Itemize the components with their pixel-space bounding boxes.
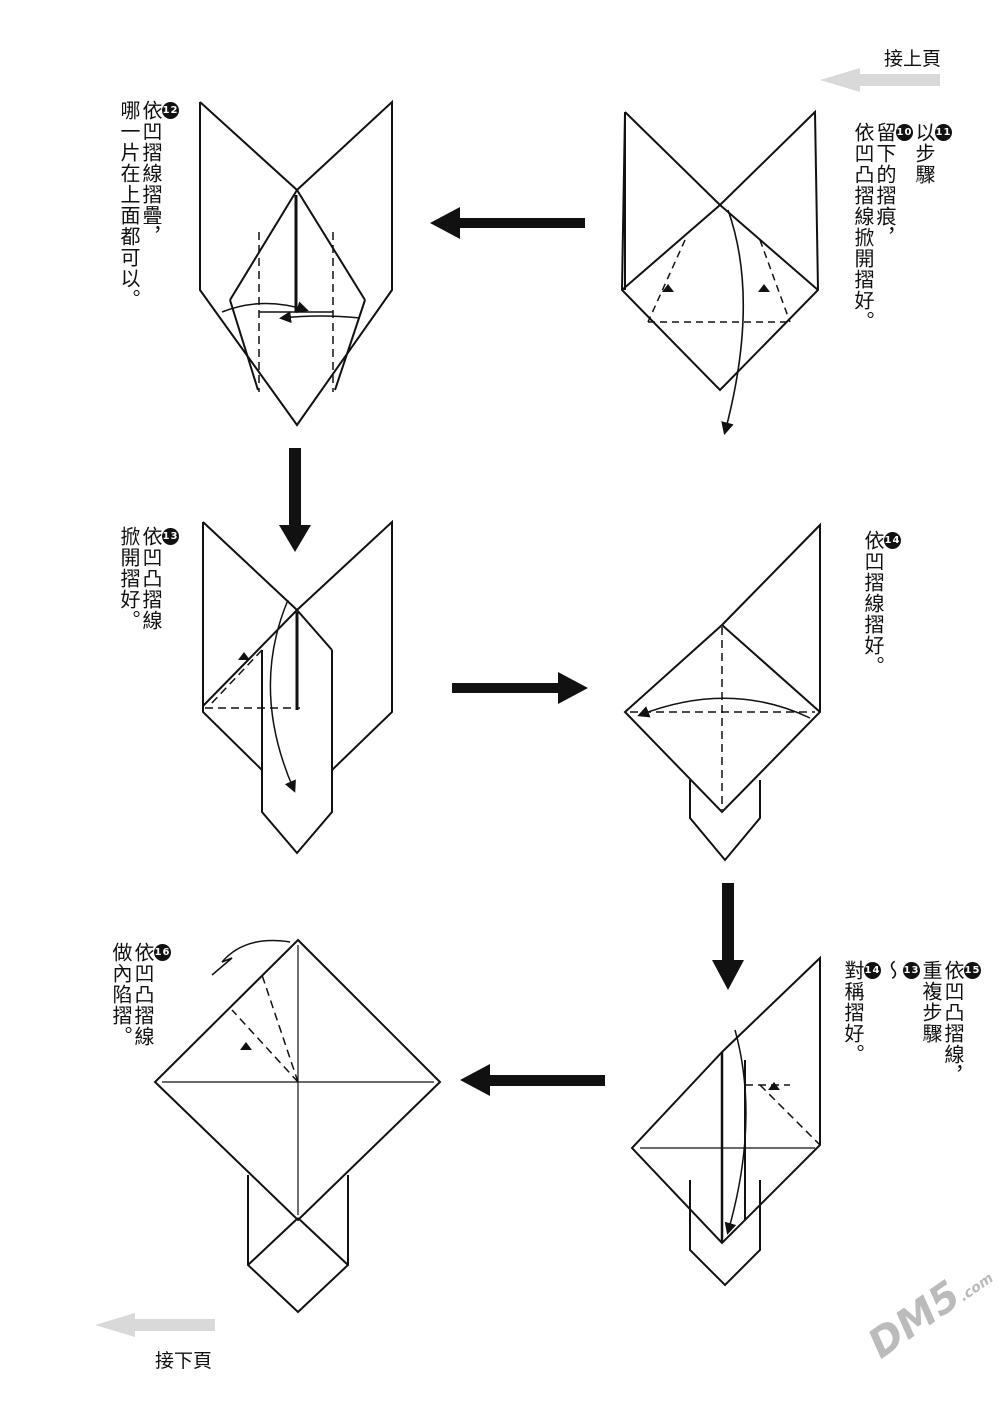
arrow-step11-to-12 — [430, 207, 585, 239]
step-12-number: 12 — [162, 102, 179, 119]
step-13-line-1: 依凹凸摺線 — [139, 526, 163, 631]
step-15-line-3: 對稱摺好。 — [841, 960, 865, 1065]
step-16-line-2: 做內陷摺。 — [109, 942, 133, 1047]
step-14-number: 14 — [884, 532, 901, 549]
next-page-arrow[interactable] — [95, 1313, 215, 1337]
arrow-step12-to-13 — [279, 448, 311, 552]
step-15-ref-to: 14 — [864, 962, 881, 979]
step-15-line-1: 依凹凸摺線， — [941, 960, 965, 1086]
step-16-figure — [153, 938, 442, 1314]
arrow-step14-to-15 — [712, 883, 744, 990]
step-16-number: 16 — [154, 944, 171, 961]
step-15-figure — [630, 955, 821, 1287]
step-11-number: 11 — [935, 124, 952, 141]
arrow-step15-to-16 — [460, 1064, 605, 1096]
prev-page-label[interactable]: 接上頁 — [884, 48, 942, 70]
step-15-ref-from: 13 — [903, 962, 920, 979]
step-14-figure — [623, 522, 821, 862]
step-15-number: 15 — [964, 962, 981, 979]
step-11-line-2: 留下的摺痕， — [873, 122, 897, 248]
step-13-figure — [202, 519, 393, 855]
step-12-figure — [199, 99, 393, 427]
step-11-line-3: 依凹凸摺線掀開摺好。 — [851, 122, 875, 332]
step-12-line-2: 哪一片在上面都可以。 — [117, 100, 141, 310]
step-16-line-1: 依凹凸摺線 — [131, 942, 155, 1047]
step-11-line-1: 以步驟 — [912, 122, 936, 185]
prev-page-arrow[interactable] — [820, 68, 940, 92]
step-11-figure — [620, 109, 820, 436]
step-11-ref: 10 — [896, 124, 913, 141]
next-page-label[interactable]: 接下頁 — [155, 1350, 213, 1372]
step-14-line-1: 依凹摺線摺好。 — [861, 530, 885, 677]
step-15-line-2: 重複步驟 — [919, 960, 943, 1044]
arrow-step13-to-14 — [452, 672, 588, 704]
step-12-line-1: 依凹摺線摺疊， — [139, 100, 163, 247]
step-13-number: 13 — [162, 528, 179, 545]
step-13-line-2: 掀開摺好。 — [117, 526, 141, 631]
